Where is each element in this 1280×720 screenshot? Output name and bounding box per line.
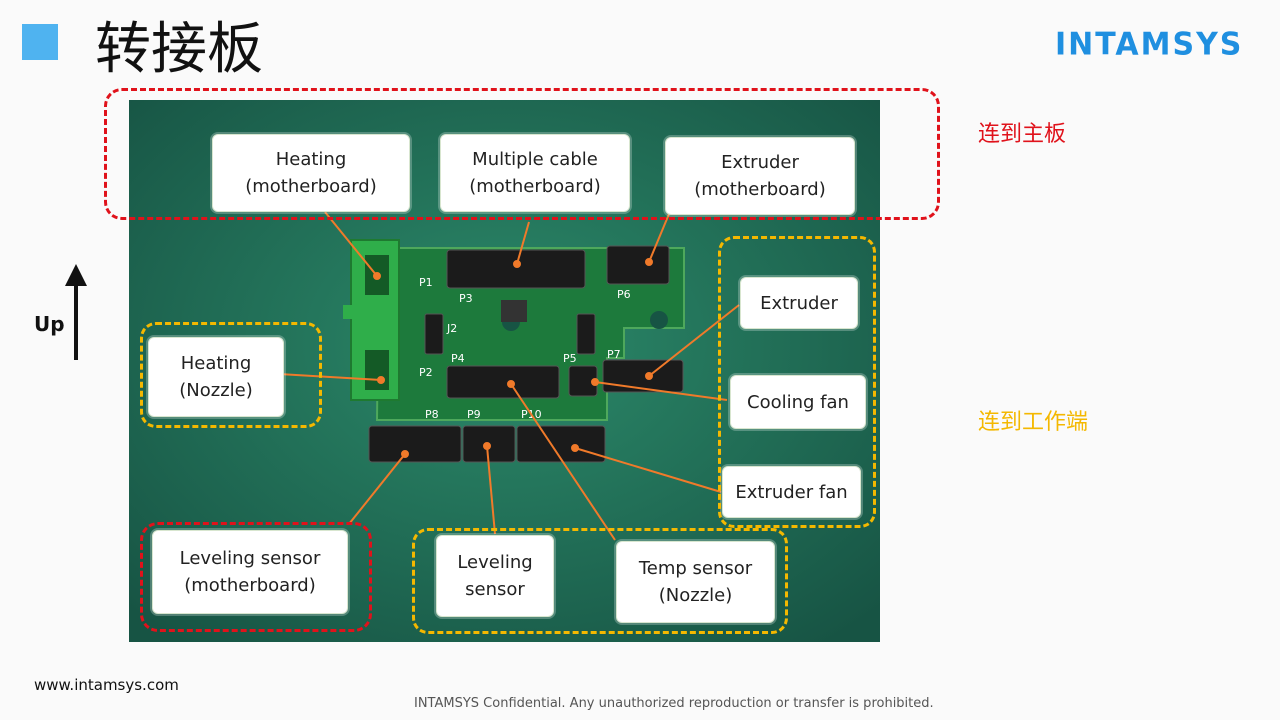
group-motherboard-bottom — [140, 522, 372, 632]
mark-p6: P6 — [617, 288, 631, 301]
label-heating-motherboard: Heating (motherboard) — [212, 134, 410, 212]
label-extruder-fan: Extruder fan — [722, 466, 861, 518]
label-multiple-cable-motherboard: Multiple cable (motherboard) — [440, 134, 630, 212]
legend-motherboard: 连到主板 — [978, 122, 1067, 147]
label-heating-nozzle: Heating (Nozzle) — [148, 337, 284, 417]
up-label: Up — [34, 312, 65, 336]
connector-p6 — [606, 245, 670, 285]
label-temp-sensor-nozzle: Temp sensor (Nozzle) — [616, 541, 775, 623]
group-workend-bottom — [412, 528, 788, 634]
mark-p9: P9 — [467, 408, 481, 421]
mark-p3: P3 — [459, 292, 473, 305]
label-leveling-sensor-motherboard: Leveling sensor (motherboard) — [152, 530, 348, 614]
group-workend-left — [140, 322, 322, 428]
label-cooling-fan: Cooling fan — [730, 375, 866, 429]
connector-p8 — [368, 425, 462, 463]
connector-p7 — [602, 359, 684, 393]
mark-j2: J2 — [446, 322, 457, 335]
up-arrow-icon — [65, 264, 87, 360]
legend-workend: 连到工作端 — [978, 410, 1089, 435]
mark-p8: P8 — [425, 408, 439, 421]
mark-p1: P1 — [419, 276, 433, 289]
confidential-notice: INTAMSYS Confidential. Any unauthorized … — [414, 696, 934, 711]
label-leveling-sensor: Leveling sensor — [436, 535, 554, 617]
accent-square — [22, 24, 58, 60]
group-workend-right — [718, 236, 876, 528]
mark-p5: P5 — [563, 352, 577, 365]
page-title: 转接板 — [95, 17, 263, 82]
jumper-j2 — [424, 313, 444, 355]
intamsys-logo: INTAMSYS — [1055, 26, 1244, 63]
label-extruder: Extruder — [740, 277, 858, 329]
connector-p3 — [446, 249, 586, 289]
website-link[interactable]: www.intamsys.com — [34, 676, 179, 694]
mark-p7: P7 — [607, 348, 621, 361]
connector-p10 — [516, 425, 606, 463]
connector-p4 — [446, 365, 560, 399]
group-motherboard-top — [104, 88, 940, 220]
mark-p4: P4 — [451, 352, 465, 365]
mark-p2: P2 — [419, 366, 433, 379]
label-extruder-motherboard: Extruder (motherboard) — [665, 137, 855, 215]
